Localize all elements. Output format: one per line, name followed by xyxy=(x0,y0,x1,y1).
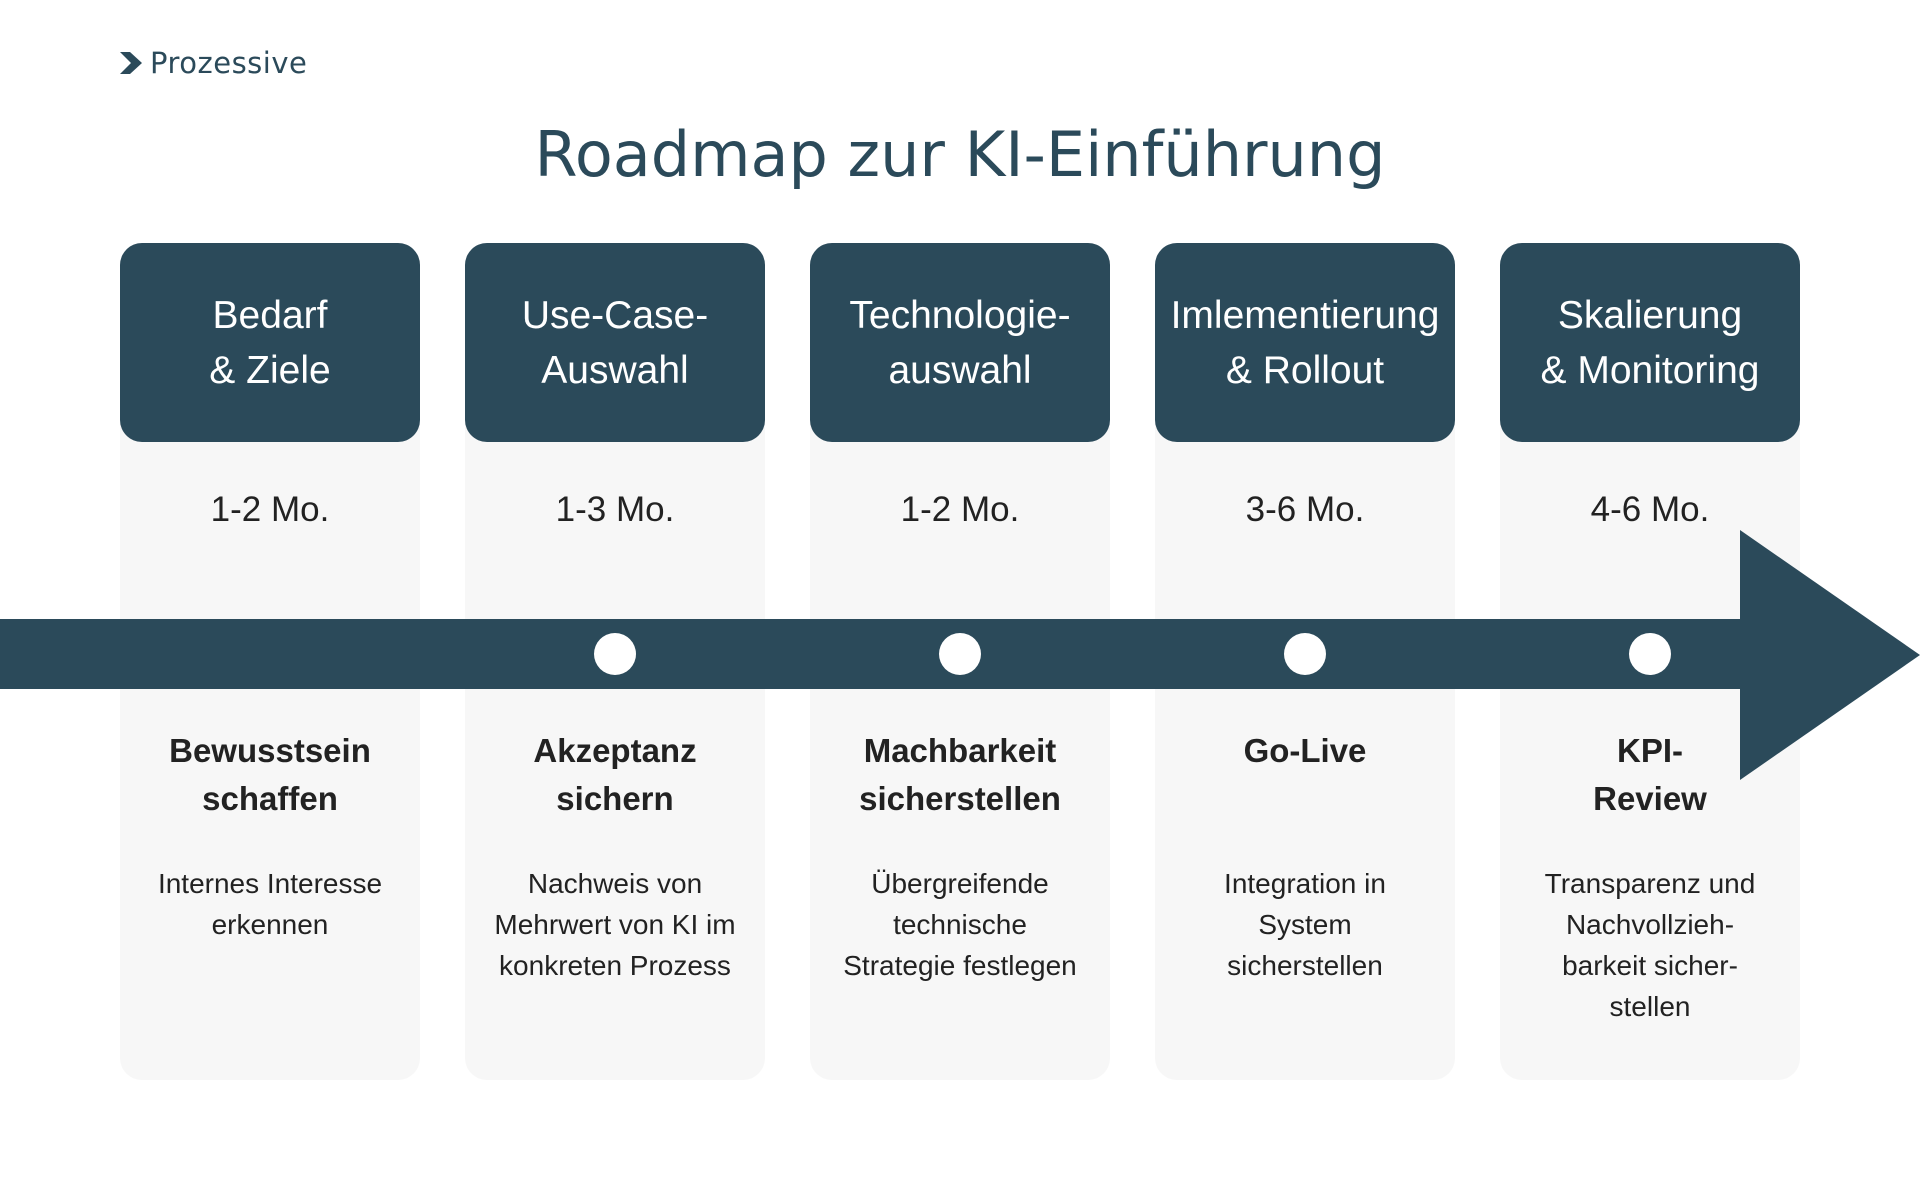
phase-description-line: Internes Interesse xyxy=(157,868,383,899)
phase-title: Bedarf & Ziele xyxy=(120,243,420,442)
phase-milestone-line: KPI- xyxy=(1617,732,1683,769)
phase-title-line: Skalierung xyxy=(1557,293,1743,337)
phase-description-line: barkeit sicher- xyxy=(1562,950,1738,981)
phase-description-line: erkennen xyxy=(211,909,329,940)
phase-milestone-line: sicherstellen xyxy=(859,780,1061,817)
phase-milestone: Akzeptanz sichern xyxy=(475,727,755,823)
phase-title-line: auswahl xyxy=(888,348,1032,392)
phase-description-line: Transparenz und xyxy=(1544,868,1756,899)
phase-milestone-line: Review xyxy=(1593,780,1707,817)
phase-description-line: System xyxy=(1258,909,1352,940)
phase-duration: 3-6 Mo. xyxy=(1245,490,1365,529)
phase-title-line: Technologie- xyxy=(849,293,1071,337)
timeline-marker xyxy=(1284,633,1326,675)
phase-duration: 1-3 Mo. xyxy=(555,490,675,529)
phase-title-line: & Rollout xyxy=(1225,348,1385,392)
phase-title-line: Auswahl xyxy=(541,348,689,392)
phase-description-line: sicherstellen xyxy=(1227,950,1383,981)
phase-duration: 1-2 Mo. xyxy=(210,490,330,529)
phase-title: Use-Case- Auswahl xyxy=(465,243,765,442)
phase-description-line: technische xyxy=(893,909,1027,940)
phase-description: Internes Interesse erkennen xyxy=(130,863,410,945)
phase-milestone: Go-Live xyxy=(1165,727,1445,775)
phase-milestone: KPI- Review xyxy=(1510,727,1790,823)
phase-description-line: Mehrwert von KI im xyxy=(494,909,736,940)
timeline-markers xyxy=(594,633,1671,675)
phase-milestone-line: Akzeptanz xyxy=(533,732,697,769)
brand-name: Prozessive xyxy=(150,46,308,80)
phase-title-line: & Ziele xyxy=(209,348,331,392)
phase-duration: 1-2 Mo. xyxy=(900,490,1020,529)
phase-description-line: Integration in xyxy=(1224,868,1386,899)
timeline-marker xyxy=(939,633,981,675)
phase-title: Skalierung & Monitoring xyxy=(1500,243,1800,442)
chevron-right-icon xyxy=(120,52,142,74)
phase-milestone-line: Bewusstsein xyxy=(169,732,371,769)
phase-milestone-line: Go-Live xyxy=(1243,732,1367,769)
phase-title: Technologie-auswahl xyxy=(810,243,1110,442)
timeline-arrowhead xyxy=(1740,530,1920,780)
brand-logo: Prozessive xyxy=(118,46,307,80)
timeline-bar xyxy=(0,619,1745,689)
phase-description: Integration in System sicherstellen xyxy=(1165,863,1445,986)
phase-description-line: Strategie festlegen xyxy=(843,950,1077,981)
phase-milestone-line: Machbarkeit xyxy=(863,732,1057,769)
phase-description-line: stellen xyxy=(1609,991,1691,1022)
phase-milestone-line: sichern xyxy=(556,780,674,817)
phase-milestone-line: schaffen xyxy=(202,780,338,817)
timeline-marker xyxy=(1629,633,1671,675)
phase-title-line: & Monitoring xyxy=(1540,348,1760,392)
phase-title-line: Use-Case- xyxy=(521,293,709,337)
timeline-marker xyxy=(594,633,636,675)
phase-description-line: konkreten Prozess xyxy=(499,950,731,981)
page-title: Roadmap zur KI-Einführung xyxy=(534,118,1386,191)
phase-title-line: Bedarf xyxy=(212,293,328,337)
phase-title-line: Imlementierung xyxy=(1170,293,1440,337)
phase-title: Imlementierung & Rollout xyxy=(1155,243,1455,442)
phase-duration: 4-6 Mo. xyxy=(1590,490,1710,529)
phase-milestone: Bewusstsein schaffen xyxy=(130,727,410,823)
phase-description-line: Nachvollzieh- xyxy=(1565,909,1735,940)
timeline-arrow xyxy=(0,530,1920,780)
phase-description-line: Übergreifende xyxy=(871,868,1049,899)
phase-description-line: Nachweis von xyxy=(527,868,703,899)
phase-milestone: Machbarkeit sicherstellen xyxy=(820,727,1100,823)
